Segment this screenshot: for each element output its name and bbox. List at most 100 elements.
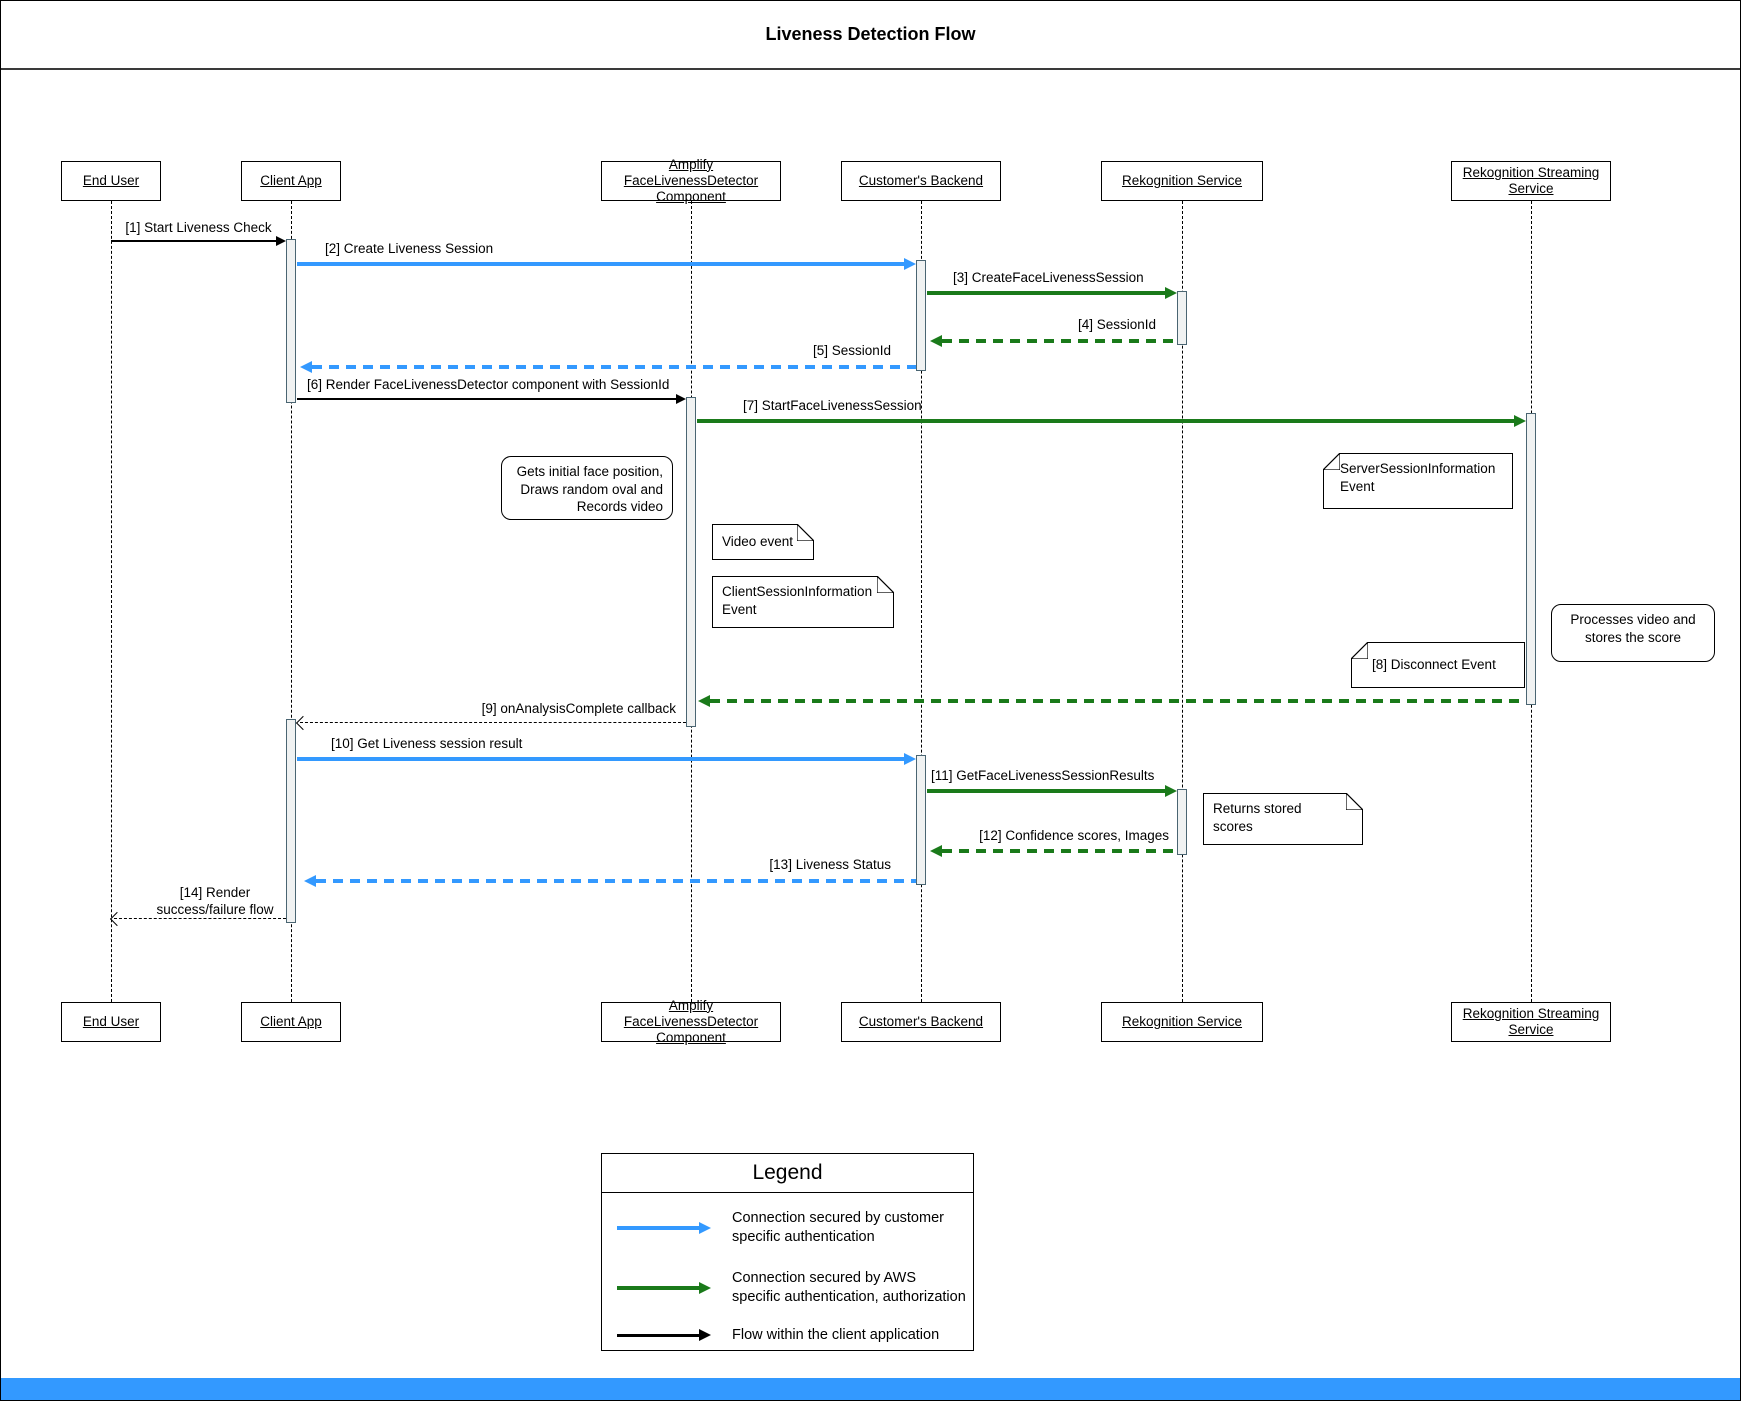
message-8-arrow xyxy=(710,699,1526,703)
actor-label: Customer's Backend xyxy=(858,172,984,188)
arrowhead-icon xyxy=(300,361,312,373)
actor-rekognition-service-top: Rekognition Service xyxy=(1101,161,1263,201)
message-9-label: [9] onAnalysisComplete callback xyxy=(481,701,676,716)
actor-label: Rekognition Streaming Service xyxy=(1462,164,1600,196)
message-10-arrow xyxy=(297,757,904,761)
message-5-label: [5] SessionId xyxy=(812,343,891,358)
legend: Legend Connection secured by customer sp… xyxy=(601,1153,974,1351)
message-4-label: [4] SessionId xyxy=(1077,317,1157,332)
lifeline-end-user xyxy=(111,201,112,1002)
activation-streaming xyxy=(1526,413,1536,705)
note-text: Gets initial face position, Draws random… xyxy=(516,464,663,515)
actor-label: Customer's Backend xyxy=(858,1013,984,1029)
open-arrowhead-icon xyxy=(109,911,125,927)
note-returns-stored-scores: Returns stored scores xyxy=(1203,793,1363,845)
actor-label: Client App xyxy=(260,1013,322,1029)
actor-rekognition-streaming-top: Rekognition Streaming Service xyxy=(1451,161,1611,201)
note-disconnect-event: [8] Disconnect Event xyxy=(1351,642,1525,688)
open-arrowhead-icon xyxy=(295,715,311,731)
actor-rekognition-service-bottom: Rekognition Service xyxy=(1101,1002,1263,1042)
message-11-arrow xyxy=(927,789,1165,793)
arrowhead-icon xyxy=(676,394,686,404)
message-14-label: [14] Render success/failure flow xyxy=(156,885,274,917)
actor-client-app-top: Client App xyxy=(241,161,341,201)
arrowhead-icon xyxy=(930,335,942,347)
actor-end-user-top: End User xyxy=(61,161,161,201)
legend-row-aws-auth: Connection secured by AWS specific authe… xyxy=(602,1262,973,1314)
legend-row-customer-auth: Connection secured by customer specific … xyxy=(602,1202,973,1254)
message-6-arrow xyxy=(297,398,676,400)
actor-label: Amplify FaceLivenessDetector Component xyxy=(623,156,759,205)
note-gets-face-position: Gets initial face position, Draws random… xyxy=(501,456,673,520)
note-text: Processes video and stores the score xyxy=(1570,612,1696,645)
legend-item-label: Connection secured by AWS specific authe… xyxy=(732,1270,966,1305)
message-7-label: [7] StartFaceLivenessSession xyxy=(743,398,922,413)
legend-row-client-flow: Flow within the client application xyxy=(602,1318,973,1352)
message-4-arrow xyxy=(942,339,1177,343)
message-2-arrow xyxy=(297,262,904,266)
note-text: ClientSessionInformation Event xyxy=(722,584,873,617)
arrowhead-icon xyxy=(1165,785,1177,797)
note-text: [8] Disconnect Event xyxy=(1372,657,1496,673)
message-13-arrow xyxy=(316,879,916,883)
arrowhead-icon xyxy=(304,875,316,887)
actor-label: Amplify FaceLivenessDetector Component xyxy=(623,997,759,1046)
legend-blue-arrow-icon xyxy=(617,1222,714,1234)
actor-label: Rekognition Service xyxy=(1121,172,1243,188)
actor-amplify-component-top: Amplify FaceLivenessDetector Component xyxy=(601,157,781,204)
actor-label: Client App xyxy=(260,172,322,188)
legend-header: Legend xyxy=(602,1154,973,1193)
activation-backend-2 xyxy=(916,755,926,885)
actor-rekognition-streaming-bottom: Rekognition Streaming Service xyxy=(1451,1002,1611,1042)
activation-rekognition-1 xyxy=(1177,291,1187,345)
note-video-event: Video event xyxy=(712,524,814,560)
activation-rekognition-2 xyxy=(1177,789,1187,855)
message-13-label: [13] Liveness Status xyxy=(769,857,891,872)
arrowhead-icon xyxy=(276,236,286,246)
message-1-label: [1] Start Liveness Check xyxy=(125,220,272,235)
lifeline-rekognition-service xyxy=(1182,201,1183,1002)
note-text: Video event xyxy=(722,534,794,550)
message-2-label: [2] Create Liveness Session xyxy=(325,241,494,256)
page-title: Liveness Detection Flow xyxy=(765,24,976,44)
actor-label: End User xyxy=(82,1013,140,1029)
actor-customers-backend-top: Customer's Backend xyxy=(841,161,1001,201)
message-9-arrow xyxy=(300,722,686,723)
legend-green-arrow-icon xyxy=(617,1282,714,1294)
note-fold-icon xyxy=(1323,453,1340,470)
arrowhead-icon xyxy=(930,845,942,857)
message-5-arrow xyxy=(312,365,916,369)
note-text: Returns stored scores xyxy=(1213,801,1302,834)
note-processes-video: Processes video and stores the score xyxy=(1551,604,1715,662)
lifeline-client-app xyxy=(291,201,292,1002)
actor-label: Rekognition Service xyxy=(1121,1013,1243,1029)
message-12-arrow xyxy=(942,849,1177,853)
note-fold-icon xyxy=(797,524,814,541)
actor-customers-backend-bottom: Customer's Backend xyxy=(841,1002,1001,1042)
arrowhead-icon xyxy=(904,258,916,270)
arrowhead-icon xyxy=(1165,287,1177,299)
lifeline-customers-backend xyxy=(921,201,922,1002)
message-12-label: [12] Confidence scores, Images xyxy=(979,828,1169,843)
note-client-session-information: ClientSessionInformation Event xyxy=(712,576,894,628)
legend-title: Legend xyxy=(752,1161,823,1184)
arrowhead-icon xyxy=(698,695,710,707)
note-fold-icon xyxy=(877,576,894,593)
actor-label: Rekognition Streaming Service xyxy=(1462,1005,1600,1037)
note-fold-icon xyxy=(1346,793,1363,810)
legend-item-label: Flow within the client application xyxy=(732,1326,940,1343)
message-6-label: [6] Render FaceLivenessDetector componen… xyxy=(307,377,670,392)
message-14-arrow xyxy=(114,918,286,919)
note-text: ServerSessionInformation Event xyxy=(1340,461,1496,494)
message-1-arrow xyxy=(111,240,276,242)
message-7-arrow xyxy=(697,419,1514,423)
message-11-label: [11] GetFaceLivenessSessionResults xyxy=(931,768,1155,783)
bottom-blue-bar xyxy=(1,1378,1740,1400)
activation-client-app-1 xyxy=(286,239,296,403)
actor-label: End User xyxy=(82,172,140,188)
message-3-arrow xyxy=(927,291,1165,295)
note-server-session-information: ServerSessionInformation Event xyxy=(1323,453,1513,509)
legend-item-label: Connection secured by customer specific … xyxy=(732,1210,944,1245)
message-3-label: [3] CreateFaceLivenessSession xyxy=(953,270,1144,285)
